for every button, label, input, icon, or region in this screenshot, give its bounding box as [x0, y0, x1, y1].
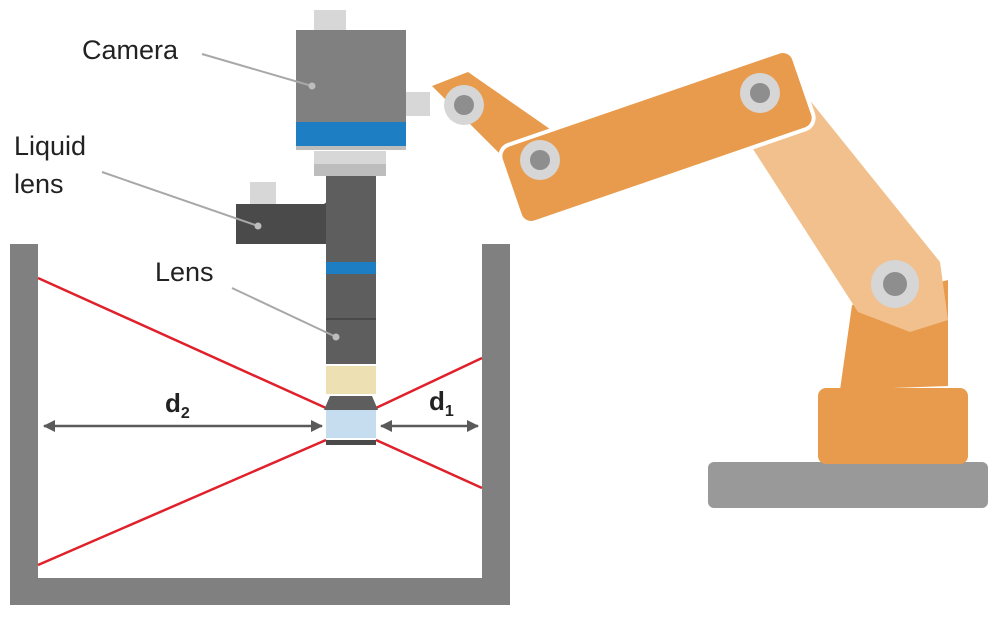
camera-side-connector: [406, 92, 430, 116]
leader-lines: [101, 53, 335, 337]
robot-joints: [444, 73, 919, 308]
robot-joint-elbow: [740, 73, 780, 113]
lens-leader-line: [231, 287, 335, 337]
d1-label: d1: [429, 386, 454, 420]
lens-mount-ring-lower: [314, 164, 386, 176]
robot-forearm: [498, 49, 816, 225]
lens-cream-ring: [326, 366, 376, 394]
camera-label: Camera: [82, 35, 179, 65]
camera-mount: [296, 146, 406, 150]
liquid-lens-leader-line: [101, 171, 259, 227]
d1-label-subscript: 1: [445, 403, 454, 420]
fov-line-left-upper: [37, 276, 327, 410]
lens-front-cap: [324, 396, 378, 410]
liquid-lens-leader-dot: [254, 222, 262, 230]
lens-barrel-middle: [326, 274, 376, 318]
d1-label-main: d: [429, 386, 445, 416]
lens-barrel-upper: [326, 176, 376, 262]
robot-base: [708, 462, 988, 508]
liquid-lens-connector: [250, 182, 276, 204]
camera-body: [296, 30, 406, 122]
liquid-lens-label-line1: Liquid: [14, 131, 86, 161]
robot-joint-forearm: [520, 140, 560, 180]
lens-mount-ring-upper: [314, 151, 386, 164]
robot-joint-wrist: [444, 85, 484, 125]
camera-leader-dot: [308, 82, 316, 90]
d2-label-subscript: 2: [181, 405, 190, 422]
field-of-view-lines: [37, 276, 483, 567]
robot-joint-shoulder: [871, 260, 919, 308]
lens-leader-dot: [332, 333, 340, 341]
liquid-lens: [236, 190, 334, 244]
camera-top-connector: [314, 10, 346, 32]
liquid-lens-label-line2: lens: [14, 169, 64, 199]
robot-pedestal: [818, 388, 968, 464]
lens-label: Lens: [155, 257, 214, 287]
lens-blue-band: [326, 262, 376, 274]
d2-label: d2: [165, 388, 190, 422]
lens-bottom-rim: [326, 440, 376, 445]
lens-barrel-divider: [326, 318, 376, 320]
camera-leader-line: [201, 53, 313, 87]
lens-barrel-lower: [326, 320, 376, 364]
lens-glass: [326, 410, 376, 438]
camera-blue-band: [296, 122, 406, 146]
d2-label-main: d: [165, 388, 181, 418]
fov-line-right-upper: [375, 356, 483, 410]
fov-line-right-lower: [375, 438, 483, 490]
fov-line-left-lower: [37, 438, 327, 567]
